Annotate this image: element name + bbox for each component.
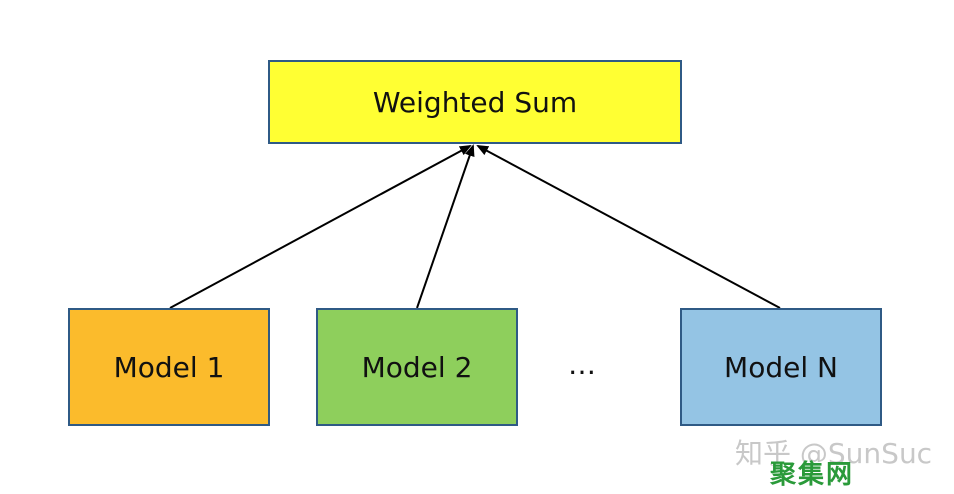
model-n-label: Model N (724, 350, 838, 384)
weighted-sum-box: Weighted Sum (268, 60, 682, 144)
model-1-box: Model 1 (68, 308, 270, 426)
watermark-text: 知乎 @SunSuc (735, 437, 933, 470)
ellipsis: … (568, 348, 596, 381)
arrow-model2-to-sum (416, 144, 475, 309)
model-1-label: Model 1 (113, 350, 225, 384)
model-n-box: Model N (680, 308, 882, 426)
watermark-logo: 聚集网 (770, 460, 855, 490)
arrow-modeln-to-sum (476, 145, 781, 309)
model-2-label: Model 2 (361, 350, 473, 384)
arrow-model1-to-sum (169, 145, 472, 309)
model-2-box: Model 2 (316, 308, 518, 426)
weighted-sum-label: Weighted Sum (372, 85, 578, 119)
